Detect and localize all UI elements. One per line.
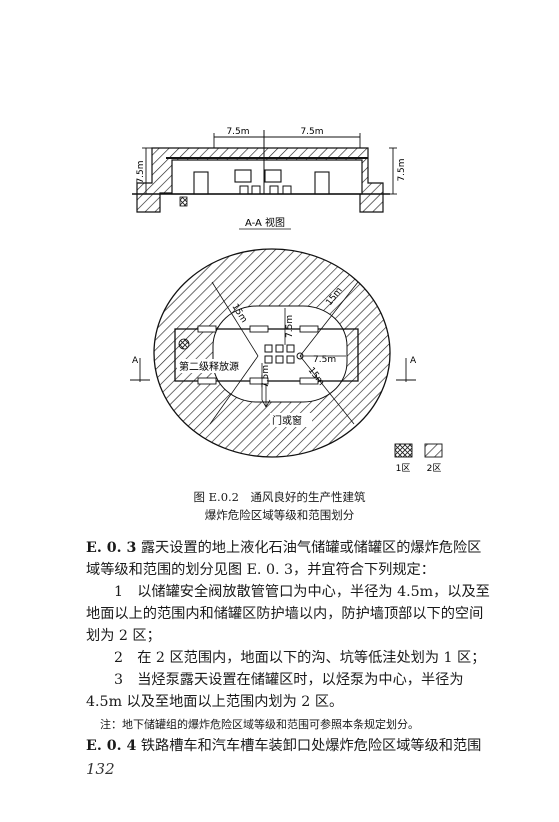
item2: 2 在 2 区范围内，地面以下的沟、坑等低洼处划为 1 区； (114, 650, 486, 666)
section-E03-heading-line2: 域等级和范围的划分见图 E. 0. 3，并宜符合下列规定： (86, 562, 435, 578)
plan-view: A A 第二级释放源 门或窗 7.5m 7.5m 7.5m 15m 15m 15… (130, 248, 417, 458)
legend-zone1-label: 1区 (396, 463, 411, 474)
plan-inner-region (212, 305, 348, 403)
section-E03-number: E. 0. 3 (86, 540, 137, 556)
note: 注：地下储罐组的爆炸危险区域等级和范围可参照本条规定划分。 (100, 718, 419, 731)
legend-zone2-swatch (424, 443, 443, 458)
section-dim-right: 7.5m (397, 158, 407, 181)
legend: 1区 2区 (394, 443, 443, 474)
section-E04-text: 铁路槽车和汽车槽车装卸口处爆炸危险区域等级和范围 (140, 738, 482, 754)
release-source-label: 第二级释放源 (179, 360, 239, 373)
zone1-marker-plan (178, 338, 190, 350)
section-E03-heading-line1: 露天设置的地上液化石油气储罐或储罐区的爆炸危险区 (140, 540, 482, 556)
section-dim-top-right: 7.5m (300, 127, 323, 137)
figure-caption-line2: 爆炸危险区域等级和范围划分 (204, 508, 355, 522)
section-E04-number: E. 0. 4 (86, 738, 137, 754)
section-dim-top-left: 7.5m (226, 127, 249, 137)
page-number: 132 (86, 760, 115, 778)
section-E04: E. 0. 4 铁路槽车和汽车槽车装卸口处爆炸危险区域等级和范围 (86, 735, 481, 757)
item1-line2: 地面以上的范围内和储罐区防护墙以内，防护墙顶部以下的空间 (86, 606, 484, 622)
item1-line1: 1 以储罐安全阀放散管管口为中心，半径为 4.5m，以及至 (114, 584, 490, 600)
explosion-zone-figure: 7.5m 7.5m 7.5m 7.5m A-A 视图 (130, 127, 443, 474)
door-window-label: 门或窗 (272, 414, 302, 427)
item3-line2: 4.5m 以及至地面以上范围内划为 2 区。 (86, 694, 344, 710)
legend-zone1-swatch (394, 443, 413, 458)
plan-equipment (264, 344, 273, 353)
item3-line1: 3 当烃泵露天设置在储罐区时，以烃泵为中心，半径为 (114, 672, 464, 688)
section-E03-heading: E. 0. 3 露天设置的地上液化石油气储罐或储罐区的爆炸危险区 (86, 537, 481, 559)
section-view-title: A-A 视图 (245, 216, 285, 229)
radius-label-2: 7.5m (313, 355, 336, 365)
item1-line3: 划为 2 区； (86, 628, 161, 644)
zone1-marker-section (179, 196, 188, 207)
legend-zone2-label: 2区 (427, 463, 442, 474)
figure-caption-line1: 图 E.0.2 通风良好的生产性建筑 (193, 490, 366, 504)
radius-label-1: 7.5m (285, 315, 295, 338)
section-mark-left: A (132, 356, 139, 366)
section-view: 7.5m 7.5m 7.5m 7.5m A-A 视图 (132, 127, 407, 230)
section-equipment (234, 169, 252, 183)
section-dim-left: 7.5m (136, 160, 146, 183)
radius-label-3: 7.5m (261, 365, 271, 388)
section-door (193, 171, 209, 195)
section-mark-right: A (410, 356, 417, 366)
